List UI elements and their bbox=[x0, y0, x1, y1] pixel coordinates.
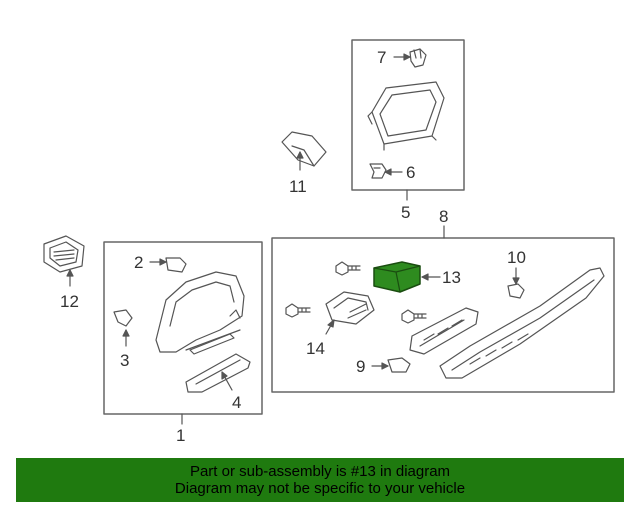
part-1-cluster-bezel[interactable] bbox=[155, 271, 245, 353]
part-7-clip[interactable] bbox=[409, 48, 427, 68]
arrow-3 bbox=[122, 329, 130, 337]
callout-6: 6 bbox=[406, 163, 415, 182]
callout-2: 2 bbox=[134, 253, 143, 272]
part-8-long-trim[interactable] bbox=[439, 267, 605, 379]
part-bolt-upper[interactable] bbox=[335, 261, 361, 276]
arrow-10 bbox=[512, 277, 520, 285]
callout-13: 13 bbox=[442, 268, 461, 287]
callout-11: 11 bbox=[289, 177, 307, 196]
arrow-6 bbox=[384, 168, 392, 176]
part-switch-panel[interactable] bbox=[409, 307, 479, 355]
arrow-14 bbox=[327, 319, 335, 328]
part-5-bezel[interactable] bbox=[367, 81, 445, 151]
part-bolt-left[interactable] bbox=[285, 303, 311, 318]
callout-14: 14 bbox=[306, 339, 325, 358]
part-4-trim-strip[interactable] bbox=[185, 333, 251, 393]
banner-line-1: Part or sub-assembly is #13 in diagram bbox=[189, 463, 451, 480]
arrow-2 bbox=[159, 258, 167, 266]
info-banner: Part or sub-assembly is #13 in diagram D… bbox=[16, 458, 624, 502]
arrow-12 bbox=[66, 269, 74, 277]
arrow-4 bbox=[221, 371, 228, 380]
group-box-8 bbox=[271, 237, 615, 393]
part-13-highlighted[interactable] bbox=[373, 261, 421, 293]
callout-9: 9 bbox=[356, 357, 365, 376]
part-2-clip[interactable] bbox=[165, 257, 187, 273]
arrow-13 bbox=[421, 273, 429, 281]
arrow-7 bbox=[403, 53, 411, 61]
group-box-1 bbox=[103, 241, 263, 415]
callout-1: 1 bbox=[176, 426, 185, 445]
callout-7: 7 bbox=[377, 48, 386, 67]
callout-3: 3 bbox=[120, 351, 129, 370]
part-9-clip[interactable] bbox=[387, 357, 411, 373]
callout-5: 5 bbox=[401, 203, 410, 222]
part-14-switch[interactable] bbox=[325, 291, 375, 325]
callout-12: 12 bbox=[60, 292, 79, 311]
callout-4: 4 bbox=[232, 393, 241, 412]
part-10-clip[interactable] bbox=[507, 283, 525, 299]
part-6-bracket[interactable] bbox=[369, 163, 387, 179]
banner-line-2: Diagram may not be specific to your vehi… bbox=[174, 480, 466, 497]
callout-8: 8 bbox=[439, 207, 448, 226]
part-12-vent[interactable] bbox=[43, 235, 85, 273]
arrow-9 bbox=[381, 362, 389, 370]
part-bolt-lower[interactable] bbox=[401, 309, 427, 324]
part-3-clip[interactable] bbox=[113, 309, 133, 327]
arrow-11 bbox=[296, 151, 304, 159]
group-box-5 bbox=[351, 39, 465, 191]
part-11-panel[interactable] bbox=[281, 131, 327, 167]
callout-10: 10 bbox=[507, 248, 526, 267]
